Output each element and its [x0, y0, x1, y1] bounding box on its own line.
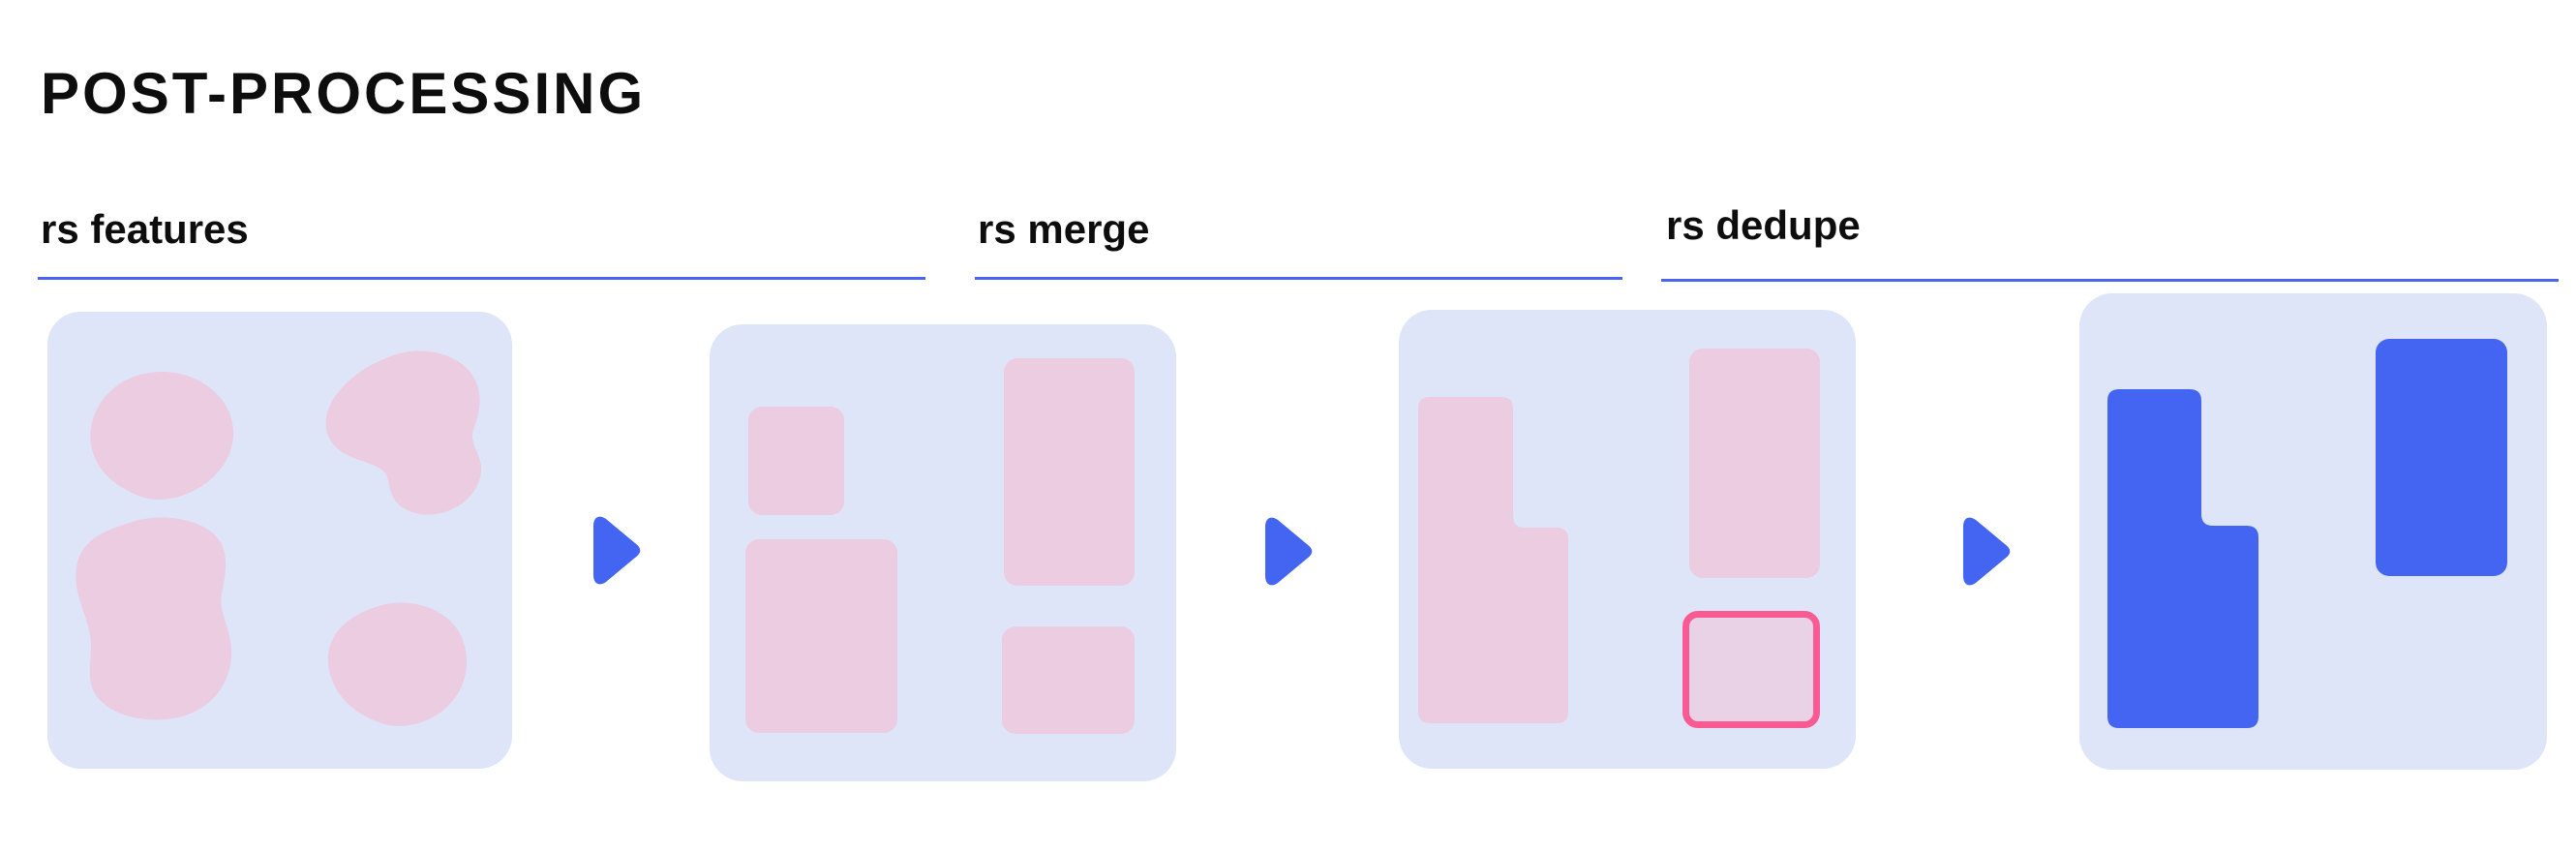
stage-label-rs-features: rs features [41, 206, 249, 252]
panel-deduped-result [2079, 293, 2547, 770]
merged-box-tall-right [1689, 349, 1820, 578]
duplicate-box-highlighted [1682, 611, 1820, 728]
stage-label-rs-merge: rs merge [978, 206, 1150, 252]
feature-blob-bottom-left [76, 517, 232, 720]
merged-l-shape [1418, 397, 1568, 723]
final-l-shape [2107, 389, 2258, 728]
feature-blob-bottom-right [327, 602, 468, 726]
arrow-right-icon [593, 516, 641, 585]
stage-label-rs-dedupe: rs dedupe [1666, 202, 1861, 248]
stage-underline-rs-merge [975, 277, 1622, 280]
page-title: POST-PROCESSING [41, 61, 647, 126]
feature-box-tall-right [1004, 358, 1135, 586]
arrow-right-icon [1265, 517, 1313, 586]
feature-blob-top-left [90, 371, 234, 500]
feature-blob-top-right [325, 350, 482, 515]
panel-merged-boxes [1399, 310, 1856, 769]
arrow-right-icon [1963, 517, 2011, 586]
feature-box-small-bottom-right [1002, 626, 1135, 734]
final-box-right [2376, 339, 2507, 576]
panel-raw-regions [47, 312, 512, 769]
feature-box-small-top-left [748, 407, 844, 515]
stage-underline-rs-dedupe [1661, 279, 2559, 282]
stage-underline-rs-features [38, 277, 925, 280]
feature-box-large-bottom-left [745, 539, 897, 733]
panel-feature-boxes [710, 324, 1176, 781]
